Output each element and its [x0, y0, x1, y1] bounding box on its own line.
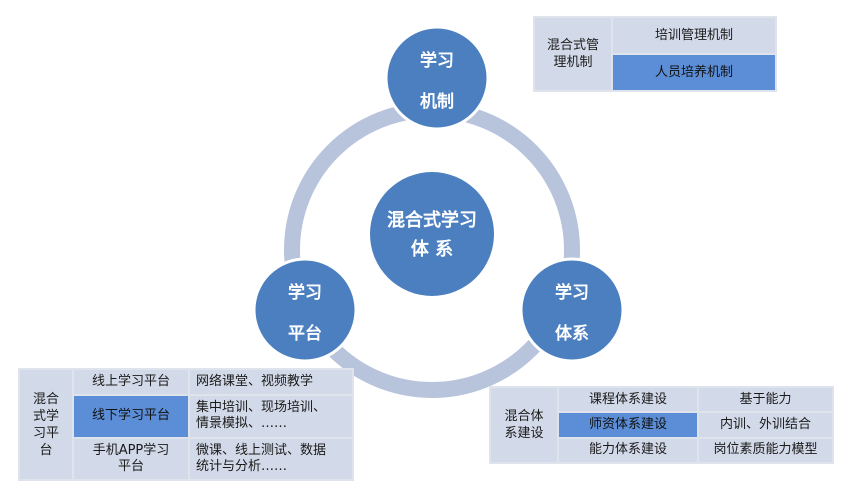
- platform-row-1-name: 线下学习平台: [74, 396, 188, 437]
- system-row-2-detail: 岗位素质能力模型: [699, 438, 832, 462]
- system-row-1-detail: 内训、外训结合: [699, 413, 832, 437]
- platform-row-0-name: 线上学习平台: [74, 370, 188, 395]
- center-label-line1: 混合式学习: [387, 209, 477, 231]
- node-mechanism-line1: 学习: [420, 50, 454, 71]
- system-row-1-name: 师资体系建设: [559, 413, 697, 437]
- platform-table-side-label: 混合 式学 习平 台: [20, 370, 72, 479]
- node-system-line2: 体系: [555, 323, 589, 344]
- platform-table: 混合 式学 习平 台 线上学习平台 网络课堂、视频教学 线下学习平台 集中培训、…: [18, 368, 354, 481]
- system-table-side-label: 混合体 系建设: [491, 388, 557, 462]
- node-mechanism-line2: 机制: [420, 91, 454, 112]
- mechanism-table-side-label: 混合式管 理机制: [535, 18, 611, 90]
- node-platform-line1: 学习: [288, 282, 322, 303]
- node-learning-mechanism: [384, 25, 490, 131]
- mechanism-row-0: 培训管理机制: [613, 18, 775, 53]
- node-learning-platform: [252, 257, 358, 363]
- system-row-0-name: 课程体系建设: [559, 388, 697, 412]
- mechanism-row-1: 人员培养机制: [613, 55, 775, 90]
- center-circle: [370, 172, 494, 296]
- system-row-0-detail: 基于能力: [699, 388, 832, 412]
- mechanism-table: 混合式管 理机制 培训管理机制 人员培养机制: [533, 16, 777, 92]
- platform-row-0-detail: 网络课堂、视频教学: [190, 370, 352, 395]
- platform-row-2-name: 手机APP学习 平台: [74, 438, 188, 479]
- system-row-2-name: 能力体系建设: [559, 438, 697, 462]
- system-table: 混合体 系建设 课程体系建设 基于能力 师资体系建设 内训、外训结合 能力体系建…: [489, 386, 834, 464]
- center-label-line2: 体 系: [411, 238, 453, 260]
- node-system-line1: 学习: [555, 282, 589, 303]
- platform-row-2-detail: 微课、线上测试、数据 统计与分析……: [190, 438, 352, 479]
- platform-row-1-detail: 集中培训、现场培训、 情景模拟、……: [190, 396, 352, 437]
- node-learning-system: [519, 257, 625, 363]
- node-platform-line2: 平台: [288, 323, 322, 344]
